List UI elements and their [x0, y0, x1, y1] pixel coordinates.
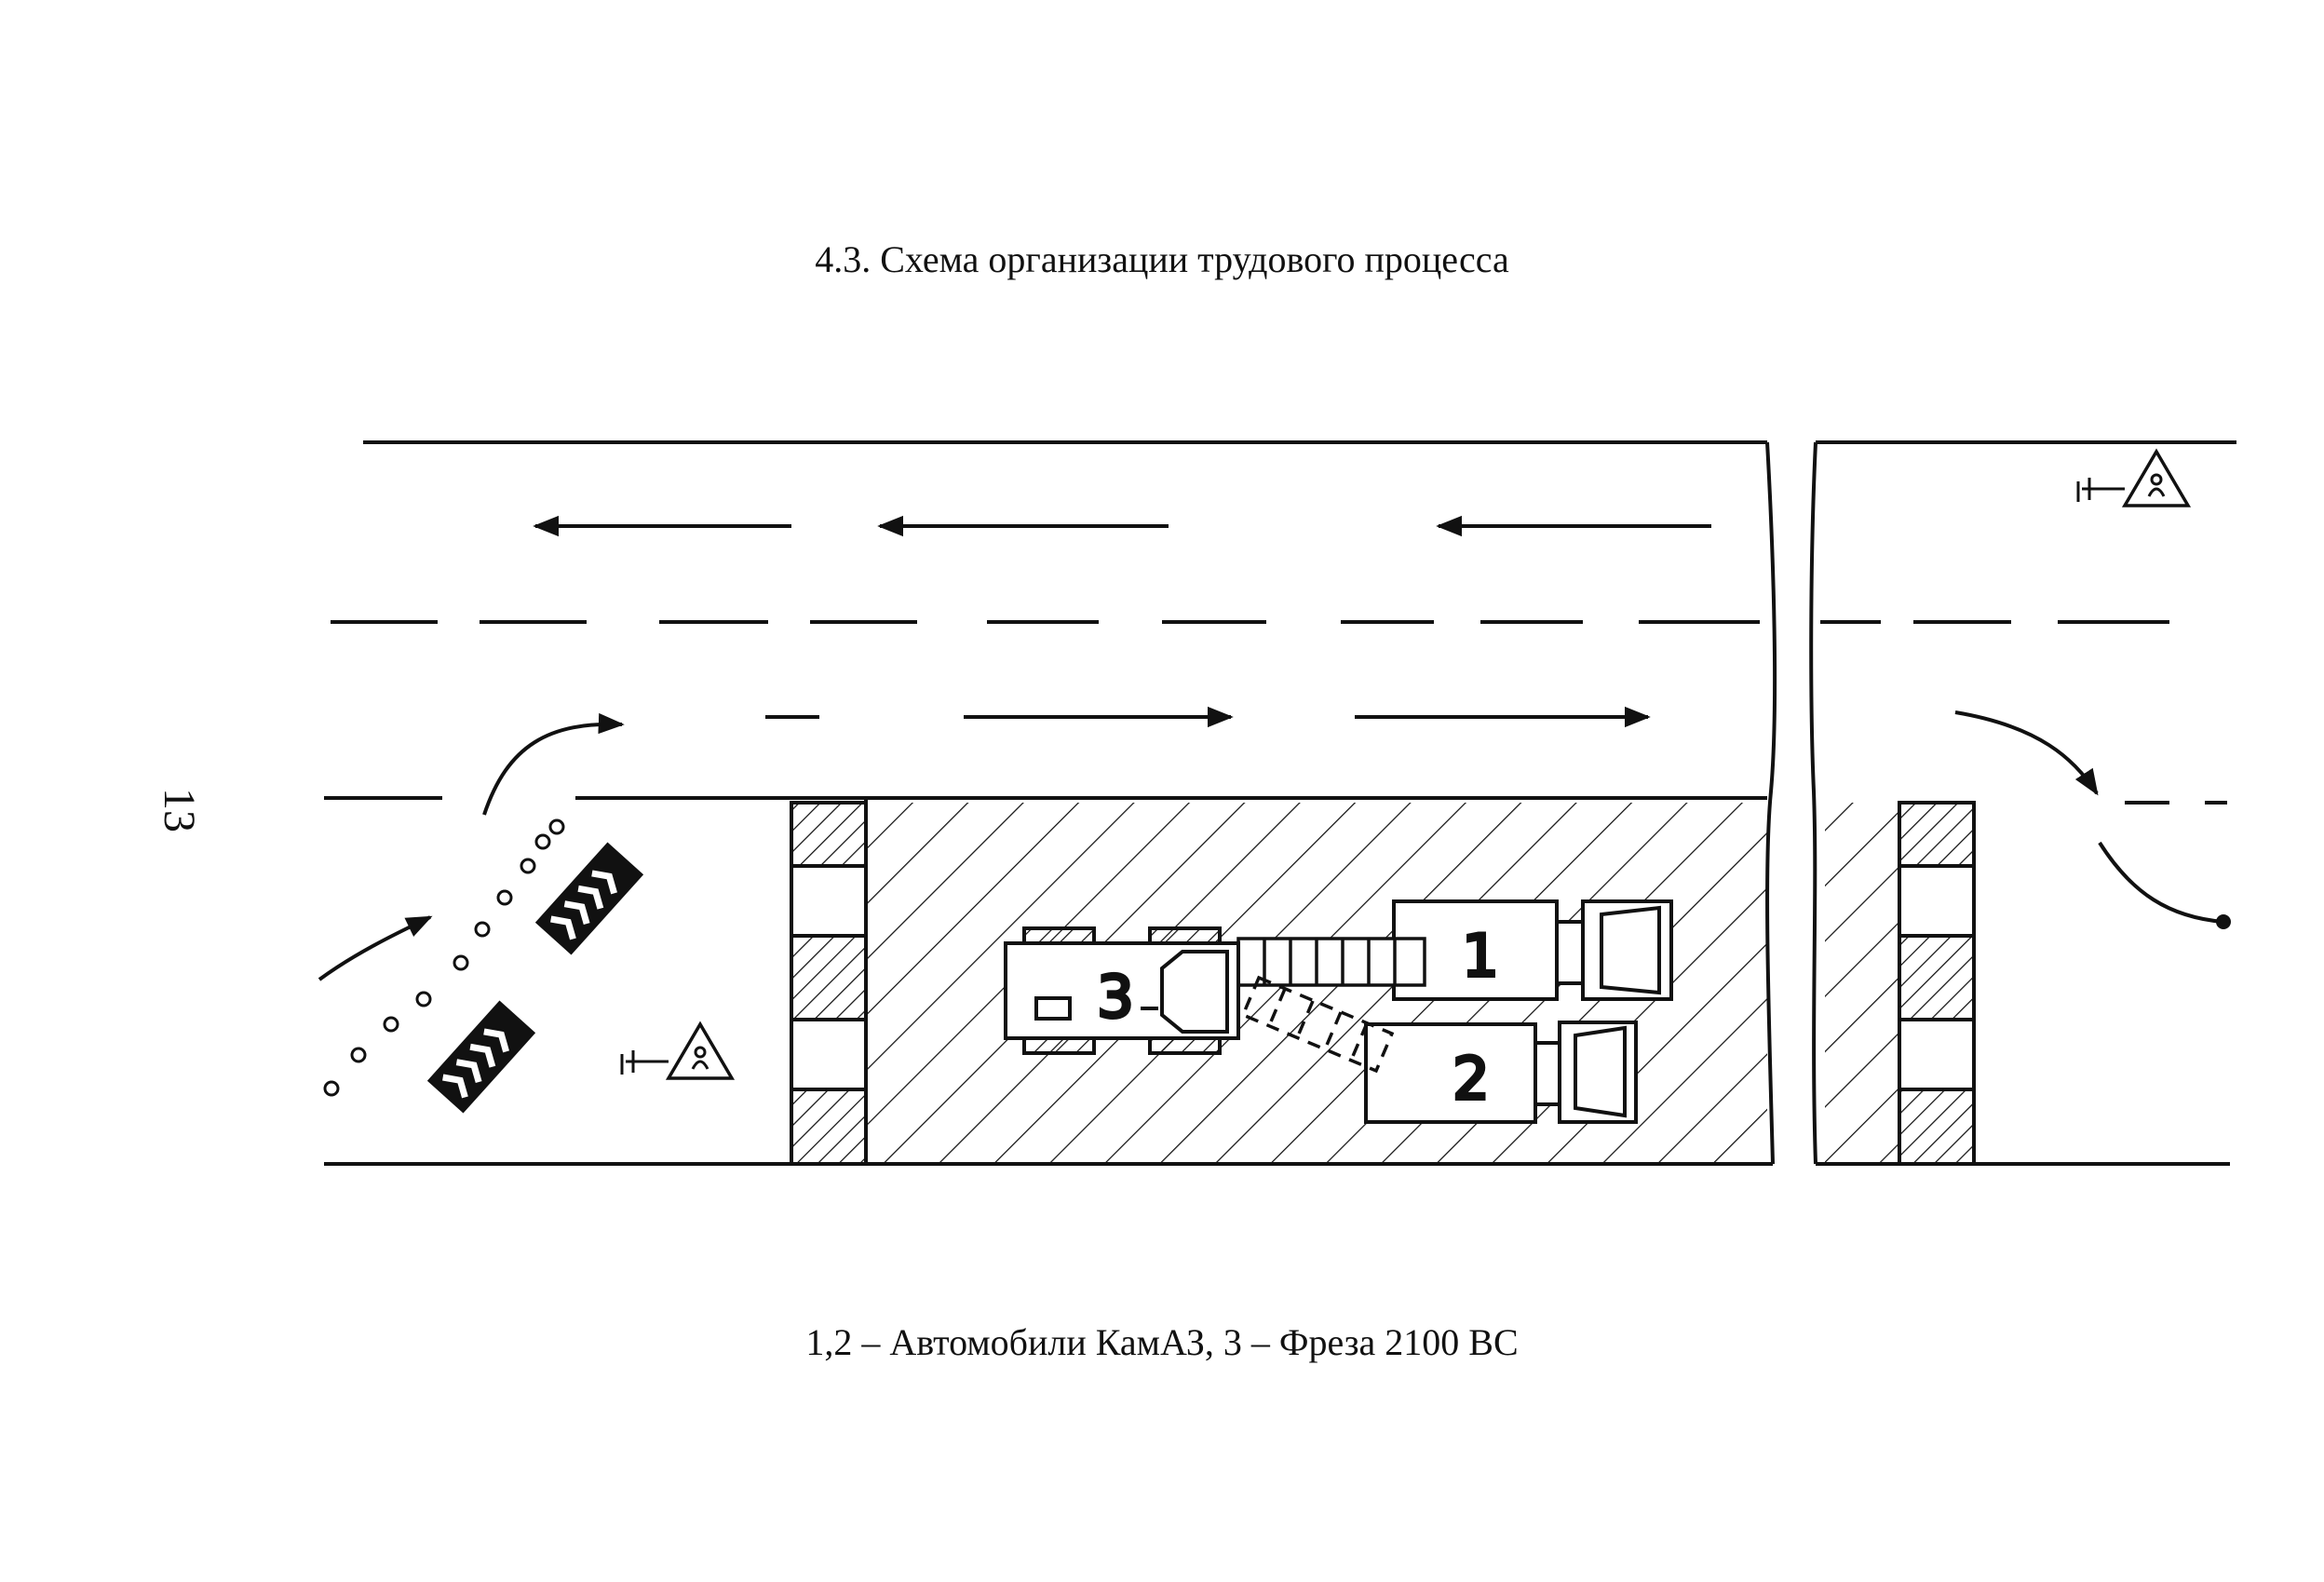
kamaz-truck-1: 1: [1392, 899, 1673, 1001]
chevron-barrier: [427, 1001, 535, 1114]
conveyor-main: [1236, 937, 1426, 987]
barrier-posts-left: [790, 801, 868, 1166]
lane-markings: [324, 620, 2227, 805]
road-works-sign: [620, 1022, 734, 1080]
crossing-road: [1765, 441, 1817, 1165]
vehicle-label-2: 2: [1452, 1045, 1489, 1113]
traffic-arrows: [318, 515, 2231, 981]
kamaz-truck-2: 2: [1364, 1021, 1638, 1124]
barrier-posts-right: [1898, 801, 1976, 1166]
vehicle-label-3: 3: [1097, 963, 1133, 1031]
cone-taper: [323, 818, 565, 1097]
road-works-sign: [2076, 450, 2190, 507]
vehicle-label-1: 1: [1462, 922, 1498, 990]
figure-caption: 1,2 – Автомобили КамАЗ, 3 – Фреза 2100 В…: [805, 1321, 1519, 1363]
conveyor-swing: [1240, 975, 1395, 1074]
milling-machine-3: 3: [1004, 926, 1240, 1055]
chevron-barrier: [535, 843, 643, 955]
page-title: 4.3. Схема организации трудового процесс…: [815, 238, 1509, 280]
